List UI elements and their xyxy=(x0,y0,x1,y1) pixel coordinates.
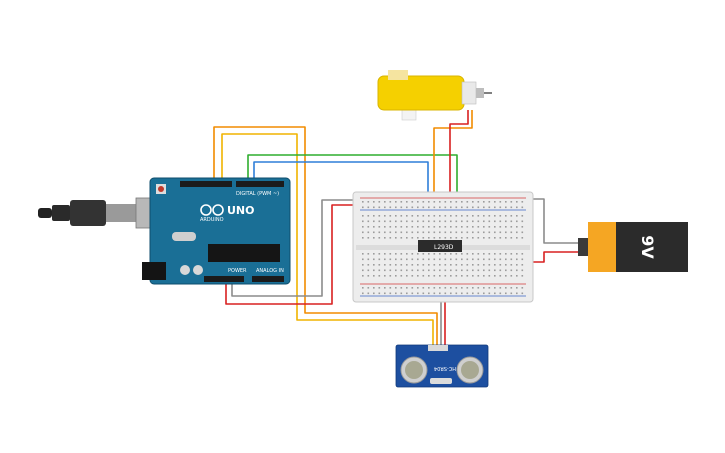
motor-body xyxy=(461,81,477,105)
analog-header[interactable] xyxy=(252,276,284,282)
power-jack[interactable] xyxy=(142,262,166,280)
capacitor-2 xyxy=(193,265,203,275)
crystal-oscillator xyxy=(172,232,196,241)
sensor-crystal xyxy=(430,378,452,384)
wire-orange-motor[interactable] xyxy=(433,110,473,240)
arduino-brand-label: ARDUINO xyxy=(200,217,224,223)
driver-chip-l293d[interactable] xyxy=(418,240,462,252)
capacitor-1 xyxy=(180,265,190,275)
sensor-transducer-left xyxy=(400,356,428,384)
motor-endcap xyxy=(476,88,484,98)
power-header[interactable] xyxy=(204,276,244,282)
arduino-uno-board[interactable]: DIGITAL (PWM ~) UNO ARDUINO POWER ANALOG… xyxy=(142,177,291,285)
reset-button-cap xyxy=(158,186,164,192)
wire-gray-gnd-to-breadboard[interactable] xyxy=(231,199,358,297)
sensor-pin-header[interactable] xyxy=(428,345,448,351)
arduino-logo-icon xyxy=(200,204,224,216)
battery-clip xyxy=(578,238,588,256)
driver-chip-label: L293D xyxy=(434,244,454,251)
wire-gray-battery-to-breadboard[interactable] xyxy=(528,198,580,244)
usb-plug-body xyxy=(70,200,106,226)
wire-red-motor[interactable] xyxy=(449,110,469,240)
wire-red-5v-to-breadboard[interactable] xyxy=(225,204,370,305)
breadboard[interactable]: L293D xyxy=(352,191,534,303)
sensor-label: HC-SR04 xyxy=(434,365,456,371)
digital-header-right[interactable] xyxy=(236,181,284,187)
usb-plug-metal xyxy=(106,204,136,222)
motor-gearbox xyxy=(377,75,465,111)
ultrasonic-sensor-hc-sr04[interactable]: HC-SR04 xyxy=(395,344,489,388)
battery-top-section xyxy=(588,222,616,272)
wire-yellow-arduino-to-sensor[interactable] xyxy=(221,133,434,345)
battery-body xyxy=(616,222,688,272)
power-pins-label: POWER xyxy=(228,268,247,274)
usb-cable-end xyxy=(38,208,52,218)
digital-header-left[interactable] xyxy=(180,181,232,187)
dc-gear-motor[interactable] xyxy=(377,70,492,121)
breadboard-holes[interactable] xyxy=(362,201,524,295)
atmega-chip xyxy=(208,244,280,262)
sensor-transducer-right xyxy=(456,356,484,384)
arduino-model-label: UNO xyxy=(227,204,255,217)
battery-voltage-label: 9V xyxy=(638,235,657,259)
wire-orange-arduino-to-sensor[interactable] xyxy=(213,126,438,345)
analog-pins-label: ANALOG IN xyxy=(256,268,284,274)
battery-9v[interactable]: 9V xyxy=(578,222,688,272)
usb-plug-grip xyxy=(52,205,70,221)
motor-gearbox-top xyxy=(388,70,408,80)
digital-pins-label: DIGITAL (PWM ~) xyxy=(236,191,279,197)
